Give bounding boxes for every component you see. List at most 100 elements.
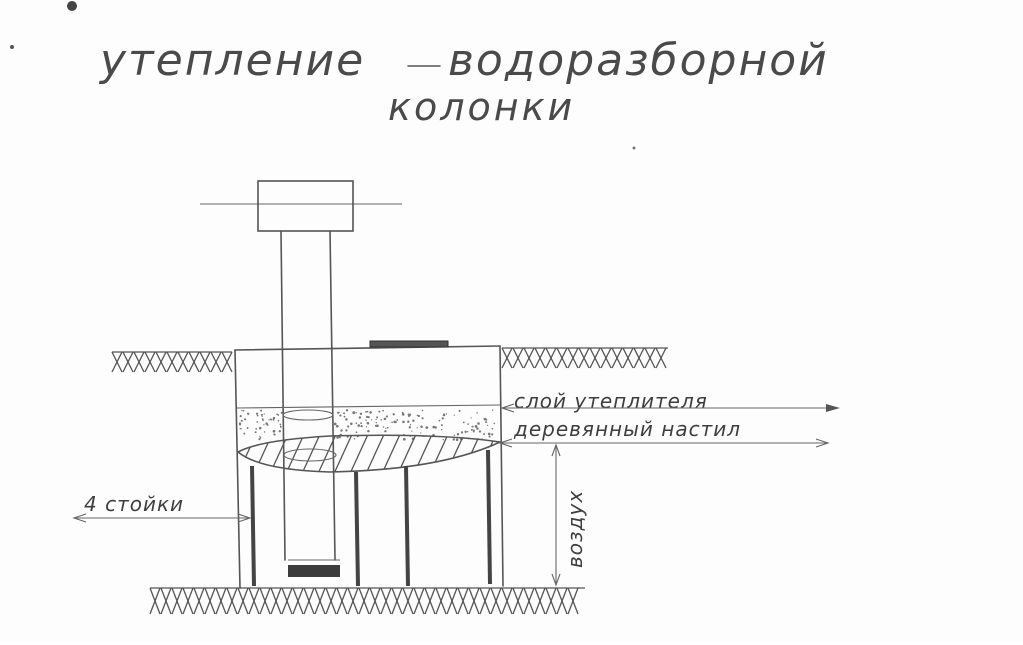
ground-hatch-stroke	[199, 351, 211, 373]
ground-hatch-stroke	[281, 587, 293, 615]
insulation-speck	[467, 423, 469, 425]
ground-hatch-stroke	[347, 587, 359, 615]
ground-hatch-stroke	[292, 587, 304, 615]
insulation-speck	[360, 422, 362, 425]
insulation-speck	[243, 432, 246, 435]
insulation-speck	[258, 426, 262, 430]
insulation-speck	[355, 412, 357, 414]
insulation-speck	[421, 417, 424, 420]
ground-hatch-stroke	[523, 587, 535, 615]
insulation-speck	[376, 424, 379, 428]
insulation-speck	[386, 426, 389, 429]
insulation-speck	[263, 424, 265, 426]
insulation-speck	[380, 419, 382, 421]
insulation-speck	[391, 421, 393, 424]
insulation-speck	[365, 426, 368, 428]
wooden-deck	[236, 434, 503, 473]
insulation-speck	[489, 436, 491, 438]
deck-hatch-stroke	[363, 435, 387, 472]
insulation-speck	[476, 427, 479, 430]
insulation-speck	[416, 427, 418, 429]
insulation-speck	[376, 416, 379, 419]
ground-hatch-stroke	[545, 587, 557, 615]
arrow-deck-head-left	[498, 438, 513, 448]
insulation-speck	[485, 421, 488, 424]
insulation-speck	[241, 409, 243, 412]
ground-hatch-stroke	[545, 347, 557, 369]
ground-hatch-stroke	[270, 587, 282, 615]
insulation-speck	[483, 433, 486, 436]
deck-hatch-stroke	[267, 435, 291, 472]
insulation-speck	[263, 413, 265, 415]
ground-hatch-stroke	[402, 587, 414, 615]
insulation-speck	[279, 425, 282, 428]
insulation-speck	[471, 425, 474, 428]
insulation-speck	[260, 409, 263, 412]
insulation-speck	[409, 424, 412, 426]
insulation-speck	[260, 413, 263, 416]
pipe-collar-top	[282, 409, 334, 421]
insulation-speck	[483, 417, 487, 421]
insulation-speck	[375, 418, 377, 421]
insulation-speck	[383, 417, 387, 421]
insulation-speck	[280, 411, 283, 414]
insulation-speck	[401, 413, 405, 416]
insulation-speck	[438, 419, 441, 422]
insulation-speck	[384, 430, 387, 433]
deck-hatch-stroke	[238, 435, 243, 472]
arrow-posts-head-right	[237, 513, 252, 523]
insulation-speck	[268, 419, 270, 421]
insulation-speck	[339, 414, 342, 417]
insulation-speck	[343, 412, 346, 415]
insulation-speck	[239, 415, 242, 418]
insulation-speck	[420, 432, 422, 434]
insulation-speck	[455, 438, 459, 442]
insulation-speck	[460, 431, 464, 434]
ground-hatch-stroke	[501, 347, 513, 369]
insulation-speck	[365, 419, 367, 421]
insulation-speck	[273, 433, 276, 436]
paper-speck	[10, 45, 14, 49]
hatch-lid	[369, 340, 449, 348]
insulation-speck	[343, 415, 346, 418]
ground-hatch-stroke	[314, 587, 326, 615]
insulation-speck	[402, 420, 405, 424]
insulation-speck	[359, 412, 363, 416]
label-four-posts: 4 стойки	[84, 492, 184, 516]
ground-hatch-stroke	[122, 351, 134, 373]
insulation-speck	[370, 419, 373, 421]
insulation-speck	[467, 431, 469, 433]
ground-surface-left	[111, 351, 233, 373]
ground-hatch-stroke	[248, 587, 260, 615]
pit-left-wall	[234, 349, 241, 589]
post-4	[486, 449, 492, 585]
ground-hatch-stroke	[600, 347, 612, 369]
column-head	[257, 180, 354, 232]
insulation-speck	[367, 429, 370, 433]
ground-hatch-stroke	[534, 347, 546, 369]
insulation-speck	[493, 422, 496, 425]
insulation-speck	[337, 411, 340, 414]
insulation-speck	[452, 438, 456, 441]
insulation-speck	[440, 424, 443, 427]
insulation-speck	[272, 418, 275, 421]
ground-hatch-stroke	[501, 587, 513, 615]
insulation-speck	[259, 437, 262, 439]
insulation-speck	[425, 426, 429, 429]
insulation-speck	[417, 414, 420, 418]
insulation-speck	[474, 425, 478, 428]
insulation-speck	[434, 426, 437, 429]
insulation-speck	[453, 434, 456, 437]
ground-hatch-stroke	[111, 351, 123, 373]
insulation-speck	[408, 426, 411, 429]
insulation-speck	[350, 422, 353, 426]
insulation-speck	[402, 437, 406, 441]
air-dimension-head-bottom	[551, 573, 561, 587]
deck-hatch-stroke	[491, 435, 500, 472]
wooden-deck-hatching	[238, 435, 500, 472]
ground-hatch-stroke	[556, 587, 568, 615]
insulation-speck	[382, 409, 384, 412]
ground-hatch-stroke	[380, 587, 392, 615]
insulation-speck	[412, 419, 415, 422]
